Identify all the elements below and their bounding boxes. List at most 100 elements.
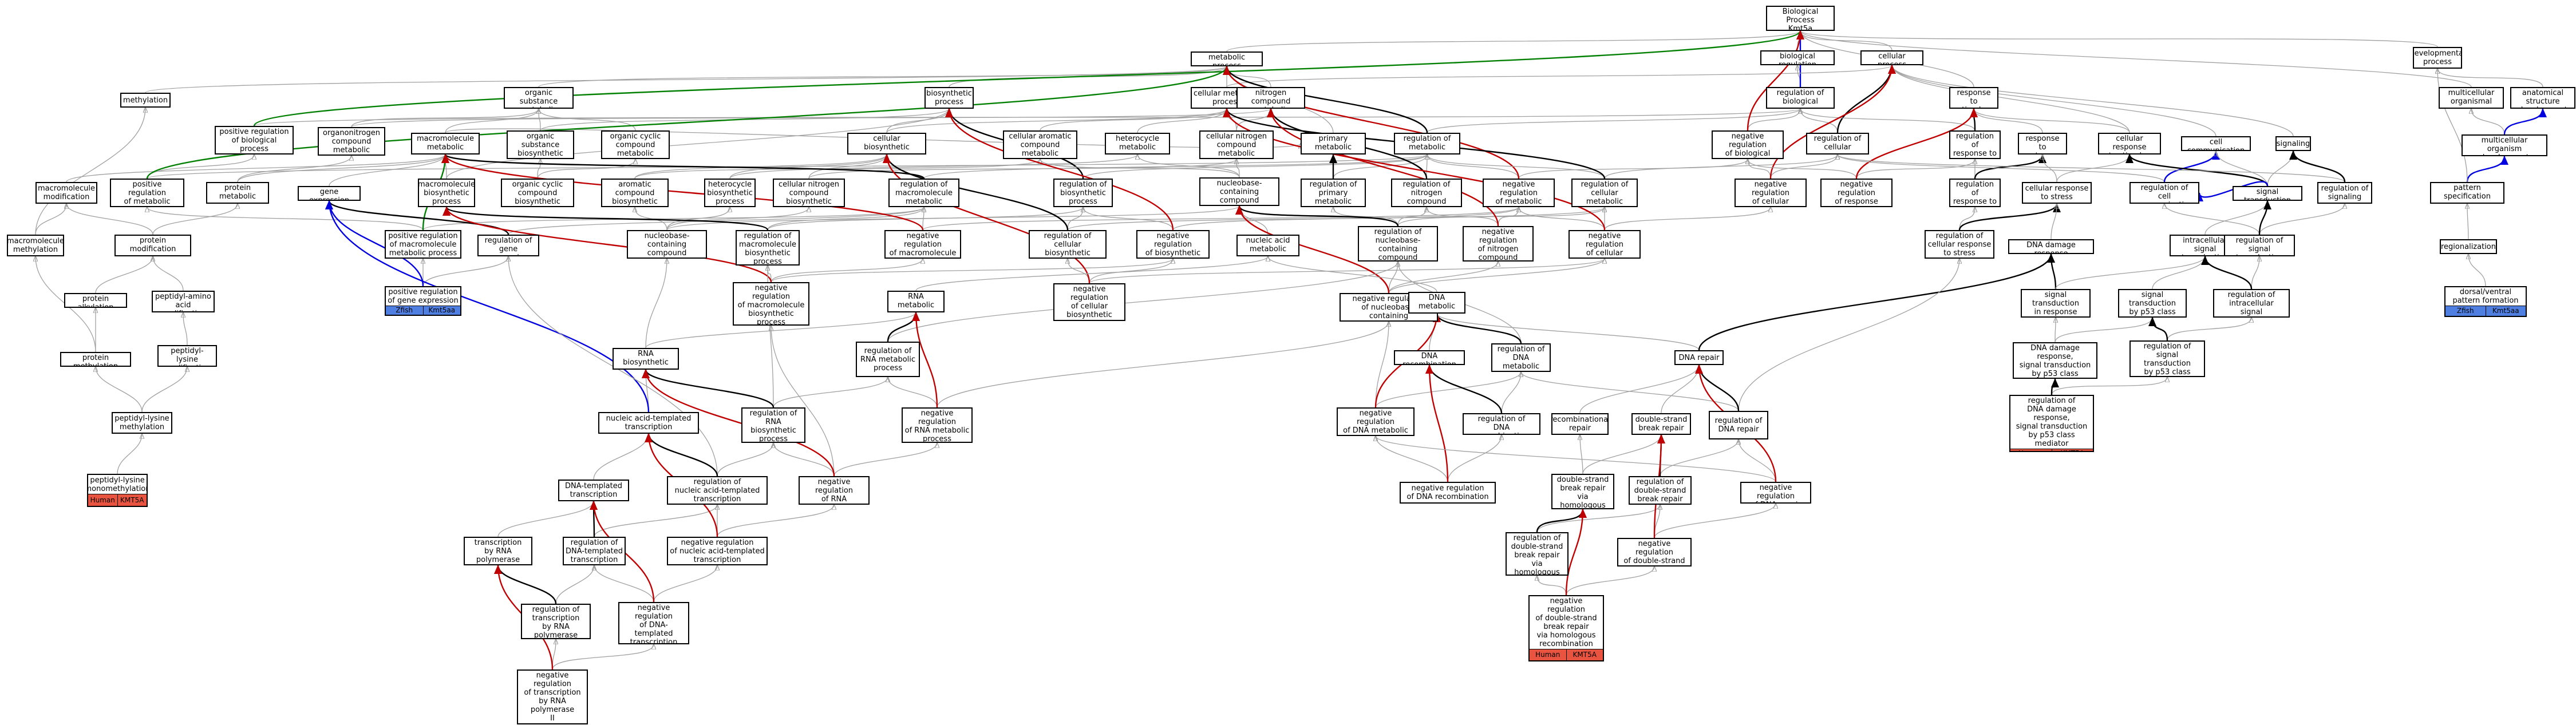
- go-term-pmeth[interactable]: protein methylation: [60, 352, 131, 367]
- go-term-rddrstp53[interactable]: regulation of DNA damage response, signa…: [2009, 395, 2094, 452]
- go-term-rst[interactable]: regulation of signal transduction: [2224, 235, 2295, 256]
- go-term-asd[interactable]: anatomical structure development: [2510, 87, 2575, 109]
- go-term-rcc[interactable]: regulation of cell communication: [2129, 182, 2199, 204]
- go-term-st[interactable]: signal transduction: [2233, 186, 2302, 201]
- go-term-ncmp2[interactable]: nucleobase-containing compound metabolic…: [1199, 177, 1279, 206]
- go-term-trnap2[interactable]: transcription by RNA polymerase II: [464, 537, 532, 565]
- go-term-nrmmmp[interactable]: negative regulation of macromolecule met…: [884, 230, 961, 259]
- go-term-cncbp[interactable]: cellular nitrogen compound biosynthetic …: [773, 179, 845, 207]
- go-term-ddr[interactable]: DNA damage response: [2008, 239, 2094, 254]
- go-term-rstp53[interactable]: regulation of signal transduction by p53…: [2129, 340, 2205, 377]
- go-term-pklm[interactable]: peptidyl-lysine methylation: [112, 412, 172, 434]
- go-term-prmp[interactable]: positive regulation of metabolic process: [110, 179, 184, 207]
- go-term-prbp[interactable]: positive regulation of biological proces…: [215, 126, 294, 154]
- go-term-rncmp[interactable]: regulation of nitrogen compound metaboli…: [1391, 179, 1462, 207]
- go-term-nrdsbrhr[interactable]: negative regulation of double-strand bre…: [1528, 595, 1604, 661]
- go-term-mmbp[interactable]: macromolecule biosynthetic process: [418, 179, 475, 207]
- go-term-reg[interactable]: regionalization: [2440, 239, 2497, 254]
- go-term-occbp[interactable]: organic cyclic compound biosynthetic pro…: [501, 179, 574, 207]
- go-term-recrepair[interactable]: recombinational repair: [1551, 413, 1609, 435]
- go-term-nammp[interactable]: nucleic acid metabolic process: [1236, 235, 1299, 256]
- go-term-rnabp[interactable]: RNA biosynthetic process: [613, 348, 679, 370]
- go-term-nrcp[interactable]: negative regulation of cellular process: [1735, 179, 1807, 207]
- go-term-mop[interactable]: multicellular organismal process: [2439, 87, 2504, 109]
- go-term-ncbp[interactable]: nucleobase-containing compound biosynthe…: [627, 230, 707, 259]
- go-term-rmmmp[interactable]: regulation of macromolecule metabolic pr…: [888, 179, 959, 207]
- go-term-rbpr[interactable]: regulation of biosynthetic process: [1053, 179, 1113, 207]
- go-term-stp53[interactable]: signal transduction by p53 class mediato…: [2118, 289, 2187, 318]
- go-term-rdsbr[interactable]: regulation of double-strand break repair: [1629, 476, 1692, 505]
- go-term-mmmeth[interactable]: macromolecule methylation: [7, 235, 64, 256]
- go-term-rrts[interactable]: regulation of response to stimulus: [1949, 130, 2001, 159]
- go-term-rmp[interactable]: regulation of metabolic process: [1394, 133, 1460, 154]
- go-term-prmmmp[interactable]: positive regulation of macromolecule met…: [385, 230, 461, 259]
- go-term-rdsbrhr[interactable]: regulation of double-strand break repair…: [1506, 532, 1568, 576]
- go-term-occmp[interactable]: organic cyclic compound metabolic proces…: [601, 130, 670, 159]
- go-term-dnarepair[interactable]: DNA repair: [1674, 350, 1724, 365]
- go-term-rtrnap2[interactable]: regulation of transcription by RNA polym…: [521, 604, 591, 639]
- go-term-metp[interactable]: metabolic process: [1191, 51, 1263, 66]
- go-term-acbp[interactable]: aromatic compound biosynthetic process: [601, 179, 669, 207]
- go-term-rcbp[interactable]: regulation of cellular biosynthetic proc…: [1029, 230, 1107, 259]
- go-term-rnatt[interactable]: regulation of nucleic acid-templated tra…: [667, 476, 768, 505]
- go-term-nrmmbp[interactable]: negative regulation of macromolecule bio…: [733, 282, 809, 326]
- go-term-nrdnarepair[interactable]: negative regulation of DNA repair: [1740, 482, 1811, 504]
- go-term-dnatt[interactable]: DNA-templated transcription: [558, 480, 629, 501]
- go-term-palk[interactable]: protein alkylation: [64, 293, 127, 308]
- go-term-ge[interactable]: gene expression: [298, 186, 361, 201]
- go-term-rnamp[interactable]: RNA metabolic process: [887, 291, 945, 312]
- go-term-dnarecomb[interactable]: DNA recombination: [1394, 350, 1465, 365]
- go-term-nrrnamp[interactable]: negative regulation of RNA metabolic pro…: [902, 407, 973, 443]
- go-term-dnamp[interactable]: DNA metabolic process: [1408, 292, 1465, 314]
- go-term-rcmp[interactable]: regulation of cellular metabolic process: [1571, 179, 1638, 207]
- go-term-nrtrnap2[interactable]: negative regulation of transcription by …: [517, 669, 588, 724]
- go-term-cellp[interactable]: cellular process: [1860, 50, 1923, 65]
- go-term-rrnamp[interactable]: regulation of RNA metabolic process: [856, 342, 920, 377]
- go-term-dsbr[interactable]: double-strand break repair: [1631, 413, 1691, 435]
- go-term-hbp[interactable]: heterocycle biosynthetic process: [704, 179, 756, 207]
- go-term-bp[interactable]: Biological Process Kmt5a: [1766, 6, 1835, 31]
- go-term-rist[interactable]: regulation of intracellular signal trans…: [2213, 289, 2290, 318]
- go-term-rge[interactable]: regulation of gene expression: [477, 235, 539, 256]
- go-term-nrbpr[interactable]: negative regulation of biosynthetic proc…: [1136, 230, 1210, 259]
- go-term-nrdnatt[interactable]: negative regulation of DNA-templated tra…: [618, 602, 689, 644]
- go-term-ddrstp53[interactable]: DNA damage response, signal transduction…: [2013, 342, 2097, 379]
- go-term-methyl[interactable]: methylation: [120, 93, 171, 108]
- go-term-mmm[interactable]: macromolecule modification: [35, 182, 97, 204]
- go-term-rcp[interactable]: regulation of cellular process: [1806, 133, 1869, 154]
- go-term-paamod[interactable]: peptidyl-amino acid modification: [152, 291, 215, 312]
- go-term-rcrstress[interactable]: regulation of cellular response to stres…: [1925, 230, 1994, 259]
- go-term-rmmbp[interactable]: regulation of macromolecule biosynthetic…: [736, 230, 800, 266]
- go-term-protmp[interactable]: protein metabolic process: [206, 182, 269, 204]
- go-term-psp[interactable]: pattern specification process: [2430, 182, 2504, 204]
- go-term-rrnabp[interactable]: regulation of RNA biosynthetic process: [741, 407, 805, 443]
- go-term-dsbrhr[interactable]: double-strand break repair via homologou…: [1551, 474, 1614, 509]
- go-term-protmod[interactable]: protein modification process: [114, 235, 191, 256]
- go-term-rbp[interactable]: regulation of biological process: [1766, 87, 1835, 109]
- go-term-rncmp2[interactable]: regulation of nucleobase-containing comp…: [1358, 226, 1438, 262]
- go-term-pmp[interactable]: primary metabolic process: [1301, 133, 1366, 154]
- go-term-natt[interactable]: nucleic acid-templated transcription: [598, 412, 699, 434]
- go-term-rpmp[interactable]: regulation of primary metabolic process: [1301, 179, 1366, 207]
- go-term-sig[interactable]: signaling: [2275, 136, 2311, 151]
- go-term-nrmp[interactable]: negative regulation of metabolic process: [1483, 179, 1555, 207]
- go-term-breg[interactable]: biological regulation: [1760, 50, 1835, 65]
- go-term-osbp[interactable]: organic substance biosynthetic process: [507, 130, 574, 159]
- go-term-hmp[interactable]: heterocycle metabolic process: [1105, 133, 1170, 154]
- go-term-cbp[interactable]: cellular biosynthetic process: [847, 133, 926, 154]
- go-term-ptmod[interactable]: peptidyl-lysine modification: [157, 345, 217, 367]
- go-term-rtstress[interactable]: response to stress: [2018, 133, 2067, 154]
- go-term-mod[interactable]: multicellular organism development: [2462, 134, 2547, 156]
- go-term-nrbp[interactable]: negative regulation of biological proces…: [1712, 130, 1784, 159]
- go-term-rsig[interactable]: regulation of signaling: [2317, 182, 2372, 204]
- go-term-cc[interactable]: cell communication: [2181, 136, 2251, 151]
- go-term-nrncmp[interactable]: negative regulation of nitrogen compound…: [1463, 226, 1534, 262]
- go-term-mmp[interactable]: macromolecule metabolic process: [411, 133, 480, 154]
- go-term-rts[interactable]: response to stimulus: [1949, 87, 1998, 109]
- go-term-cncmp[interactable]: cellular nitrogen compound metabolic pro…: [1199, 130, 1274, 159]
- go-term-nrnatt[interactable]: negative regulation of nucleic acid-temp…: [667, 537, 768, 565]
- go-term-rdnamp[interactable]: regulation of DNA metabolic process: [1491, 343, 1551, 372]
- go-term-nrrts[interactable]: negative regulation of response to stimu…: [1820, 179, 1893, 207]
